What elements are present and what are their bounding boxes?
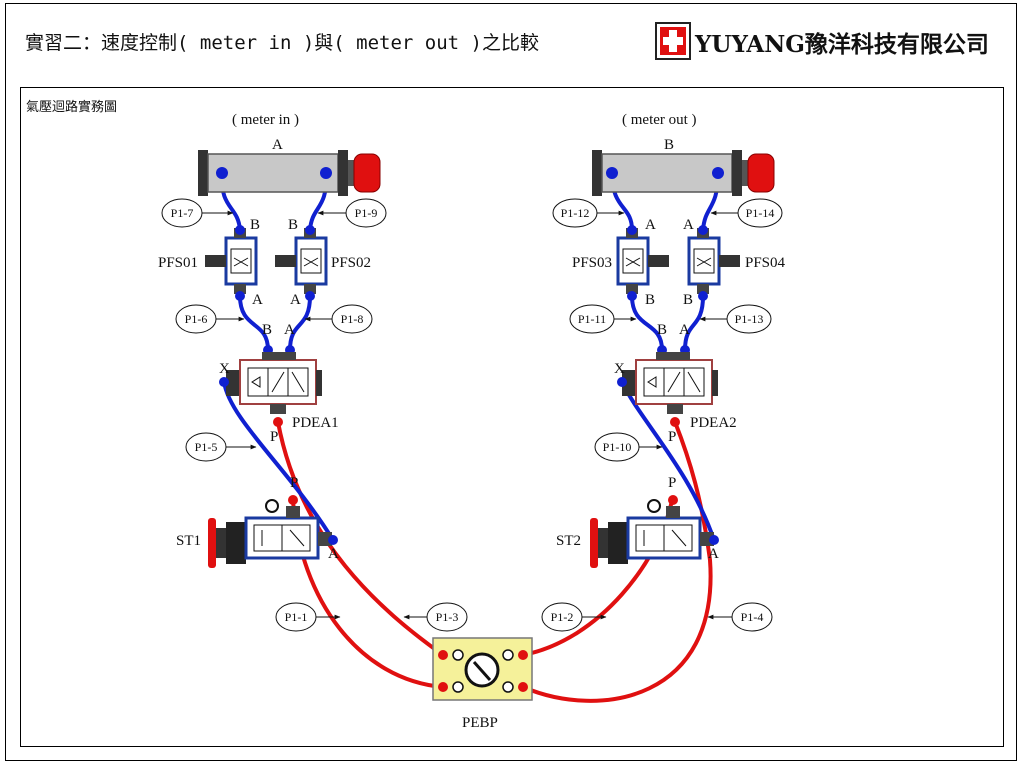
st1-label: ST1 [176,533,201,549]
diagram-panel [20,87,1004,747]
port-label: P [270,429,278,445]
port-label: A [645,217,656,233]
svg-text:P1-4: P1-4 [741,610,764,624]
port-label: A [708,546,719,562]
svg-text:P1-12: P1-12 [561,206,590,220]
port-label: A [290,292,301,308]
svg-text:P1-5: P1-5 [195,440,218,454]
callout-p1-7: P1-7 [161,198,234,228]
port-label: B [250,217,260,233]
cylinder-b[interactable] [592,150,775,196]
cylinder-a-label: A [272,137,283,153]
callout-p1-14: P1-14 [710,198,783,228]
start-valve-st2[interactable] [590,495,719,568]
callout-p1-1: P1-1 [275,602,341,632]
callout-p1-4: P1-4 [707,602,773,632]
cylinder-a[interactable] [198,150,381,196]
svg-text:P1-9: P1-9 [355,206,378,220]
page-title: 實習二：速度控制( meter in )與( meter out )之比較 [25,32,539,54]
port-label: X [219,361,230,377]
svg-text:P1-7: P1-7 [171,206,194,220]
port-label: B [262,322,272,338]
svg-text:P1-1: P1-1 [285,610,308,624]
pdea2-label: PDEA2 [690,415,737,431]
line-p1-4 [521,420,713,703]
port-label: A [683,217,694,233]
svg-text:P1-14: P1-14 [746,206,775,220]
svg-text:P1-10: P1-10 [603,440,632,454]
port-label: B [657,322,667,338]
callout-p1-12: P1-12 [552,198,625,228]
svg-text:P1-3: P1-3 [436,610,459,624]
callout-p1-13: P1-13 [699,304,772,334]
line-p1-5 [222,380,335,542]
line-p1-11 [630,294,664,352]
base-plate-pebp[interactable] [432,637,533,701]
page-frame [5,3,1017,761]
callout-p1-11: P1-11 [569,304,637,334]
callout-p1-10: P1-10 [594,432,663,462]
port-label: A [679,322,690,338]
line-p1-3 [276,420,445,657]
port-label: A [284,322,295,338]
pebp-label: PEBP [462,715,498,731]
port-label: B [288,217,298,233]
pdea1-label: PDEA1 [292,415,339,431]
port-label: P [290,475,298,491]
port-label: P [668,429,676,445]
pfs02-label: PFS02 [331,255,371,271]
flow-valve-pfs04[interactable] [687,225,740,301]
port-label: P [668,475,676,491]
flow-valve-pfs01[interactable] [205,225,258,301]
callout-p1-2: P1-2 [541,602,607,632]
port-label: B [683,292,693,308]
brand: YUYANG豫洋科技有限公司 [655,22,990,64]
callout-p1-8: P1-8 [304,304,373,334]
callout-p1-5: P1-5 [185,432,257,462]
pfs03-label: PFS03 [572,255,612,271]
port-label: X [614,361,625,377]
svg-text:P1-13: P1-13 [735,312,764,326]
line-p1-10 [620,380,716,542]
line-p1-13 [683,294,705,352]
callouts: P1-7 P1-9 P1-6 P1-8 P1-5 P1-1 [161,198,783,632]
panel-title: 氣壓迴路實務圖 [26,100,118,115]
start-valve-st1[interactable] [208,495,338,568]
pfs01-label: PFS01 [158,255,198,271]
directional-valve-pdea1[interactable] [219,345,322,427]
port-label: B [645,292,655,308]
meter-in-label: ( meter in ) [232,112,299,128]
line-p1-6 [238,294,270,352]
line-p1-8 [288,294,312,352]
callout-p1-3: P1-3 [403,602,468,632]
callout-p1-6: P1-6 [175,304,245,334]
svg-text:P1-8: P1-8 [341,312,364,326]
pfs04-label: PFS04 [745,255,786,271]
brand-name: YUYANG豫洋科技有限公司 [695,31,989,58]
port-label: A [328,546,339,562]
cylinder-b-label: B [664,137,674,153]
directional-valve-pdea2[interactable] [617,345,718,427]
meter-out-label: ( meter out ) [622,112,697,128]
svg-text:P1-11: P1-11 [578,312,606,326]
svg-text:P1-6: P1-6 [185,312,208,326]
port-label: A [252,292,263,308]
st2-label: ST2 [556,533,581,549]
callout-p1-9: P1-9 [317,198,387,228]
brand-logo-icon [655,22,691,60]
flow-valve-pfs03[interactable] [616,225,669,301]
svg-text:P1-2: P1-2 [551,610,574,624]
flow-valve-pfs02[interactable] [275,225,328,301]
